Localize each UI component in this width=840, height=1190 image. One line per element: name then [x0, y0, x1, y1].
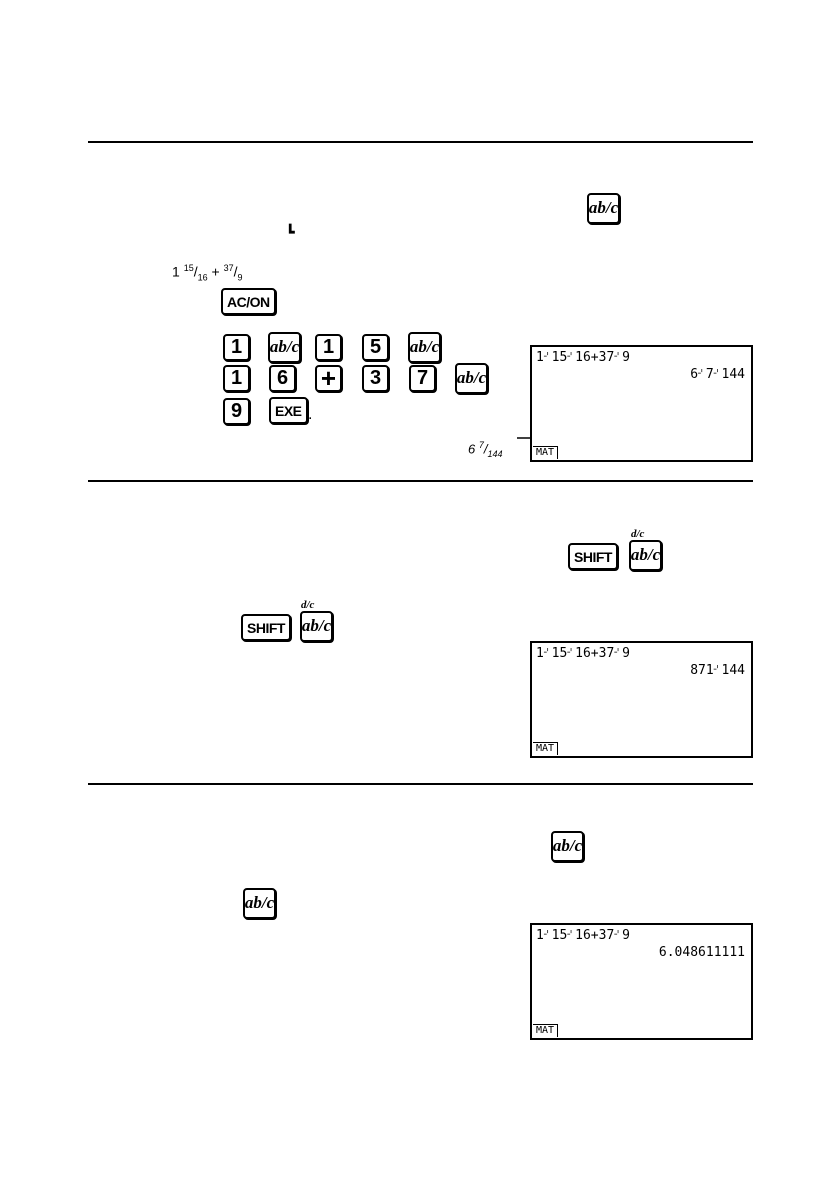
- period: .: [308, 406, 313, 423]
- frac-key[interactable]: ab/c: [300, 611, 333, 642]
- display-input-line: 1⌏15⌏16+37⌏9: [536, 928, 630, 943]
- key-1[interactable]: 1: [223, 365, 250, 392]
- key-5[interactable]: 5: [362, 334, 389, 361]
- calculator-display-2: 1⌏15⌏16+37⌏9 871⌏144 MAT: [530, 641, 753, 758]
- frac-key[interactable]: ab/c: [629, 540, 662, 571]
- calculator-display-1: 1⌏15⌏16+37⌏9 6⌏7⌏144 MAT: [530, 345, 753, 462]
- frac-key[interactable]: ab/c: [408, 332, 441, 363]
- key-6[interactable]: 6: [269, 365, 296, 392]
- frac-key[interactable]: ab/c: [587, 193, 620, 224]
- calculator-display-3: 1⌏15⌏16+37⌏9 6.048611111 MAT: [530, 923, 753, 1040]
- key-1[interactable]: 1: [315, 334, 342, 361]
- key-1[interactable]: 1: [223, 334, 250, 361]
- frac-key[interactable]: ab/c: [268, 332, 301, 363]
- exe-key[interactable]: EXE: [269, 397, 308, 424]
- plus-key[interactable]: +: [315, 363, 342, 393]
- result-label: 6 7/144: [468, 440, 503, 459]
- display-result-line: 6.048611111: [658, 945, 745, 960]
- frac-key[interactable]: ab/c: [455, 363, 488, 394]
- separator-symbol: ┗: [286, 224, 295, 240]
- key-3[interactable]: 3: [362, 365, 389, 392]
- section-rule-2: [88, 480, 753, 482]
- display-result-line: 871⌏144: [690, 663, 745, 678]
- dc-label: d/c: [301, 599, 315, 611]
- status-indicator: MAT: [533, 1024, 559, 1037]
- ac-on-key[interactable]: AC/ON: [221, 288, 276, 315]
- section-rule-3: [88, 783, 753, 785]
- display-input-line: 1⌏15⌏16+37⌏9: [536, 350, 630, 365]
- frac-key[interactable]: ab/c: [551, 831, 584, 862]
- status-indicator: MAT: [533, 446, 559, 459]
- dc-label: d/c: [631, 528, 645, 540]
- shift-key[interactable]: SHIFT: [568, 543, 618, 570]
- section-rule-top: [88, 141, 753, 143]
- frac-key[interactable]: ab/c: [243, 888, 276, 919]
- status-indicator: MAT: [533, 742, 559, 755]
- display-input-line: 1⌏15⌏16+37⌏9: [536, 646, 630, 661]
- display-result-line: 6⌏7⌏144: [690, 367, 745, 382]
- example-expression: 1 15/16 + 37/9: [172, 263, 243, 283]
- key-9[interactable]: 9: [223, 398, 250, 425]
- key-7[interactable]: 7: [409, 365, 436, 392]
- shift-key[interactable]: SHIFT: [241, 614, 291, 641]
